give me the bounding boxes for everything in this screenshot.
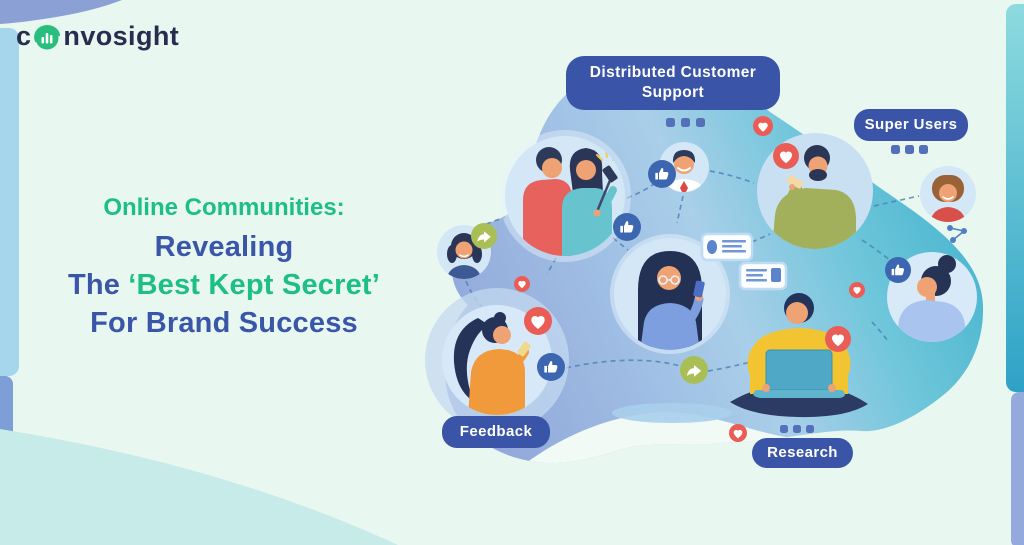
callout-super-users: Super Users: [854, 109, 968, 141]
thumbs-up-icon: [537, 353, 565, 381]
decor-right-strip-teal: [1006, 4, 1024, 392]
heart-icon: [729, 424, 747, 442]
avatar-researcher-with-laptop: [730, 293, 868, 418]
thumbs-up-icon: [885, 257, 911, 283]
callout-distributed-customer-support: Distributed Customer Support: [566, 56, 780, 110]
heart-icon: [524, 307, 552, 335]
comment-card-icon: [700, 232, 754, 262]
callout-research: Research: [752, 438, 853, 468]
headline: Online Communities: Revealing The‘Best K…: [38, 193, 410, 342]
headline-line3: The‘Best Kept Secret’: [38, 266, 410, 304]
decor-right-strip-blue: [1011, 392, 1024, 545]
avatar-couple-taking-selfie: [499, 130, 631, 262]
headline-line3-highlight: ‘Best Kept Secret’: [128, 269, 381, 301]
decor-bottom-left-circle: [0, 429, 398, 545]
avatar-woman-reading-phone: [610, 234, 730, 354]
heart-icon: [825, 326, 851, 352]
floor-shadow: [612, 403, 732, 423]
ellipsis-dots-icon: [780, 425, 814, 433]
logo-text-prefix: c: [16, 20, 32, 51]
headline-line4: For Brand Success: [90, 307, 358, 339]
avatar-super-user-woman: [920, 166, 976, 222]
headline-line1: Online Communities:: [103, 194, 345, 221]
heart-icon: [773, 143, 799, 169]
thumbs-up-icon: [648, 160, 676, 188]
callout-feedback: Feedback: [442, 416, 550, 448]
decor-top-left-wedge: [0, 0, 122, 24]
headline-line2: Revealing: [154, 231, 294, 263]
network-icon: [947, 225, 967, 243]
heart-icon: [849, 282, 865, 298]
ellipsis-dots-icon: [666, 118, 705, 127]
heart-icon: [753, 116, 773, 136]
thumbs-up-icon: [613, 213, 641, 241]
heart-icon: [514, 276, 530, 292]
share-arrow-icon: [471, 223, 497, 249]
decor-left-strip: [0, 28, 19, 376]
logo-text-suffix: nvosight: [63, 20, 180, 51]
convosight-logo: c nvosight: [16, 20, 179, 52]
share-arrow-icon: [680, 356, 708, 384]
headline-line3-lead: The: [67, 269, 121, 301]
comment-card-icon: [738, 261, 788, 291]
logo-chart-icon: [34, 25, 61, 50]
ellipsis-dots-icon: [891, 145, 928, 154]
